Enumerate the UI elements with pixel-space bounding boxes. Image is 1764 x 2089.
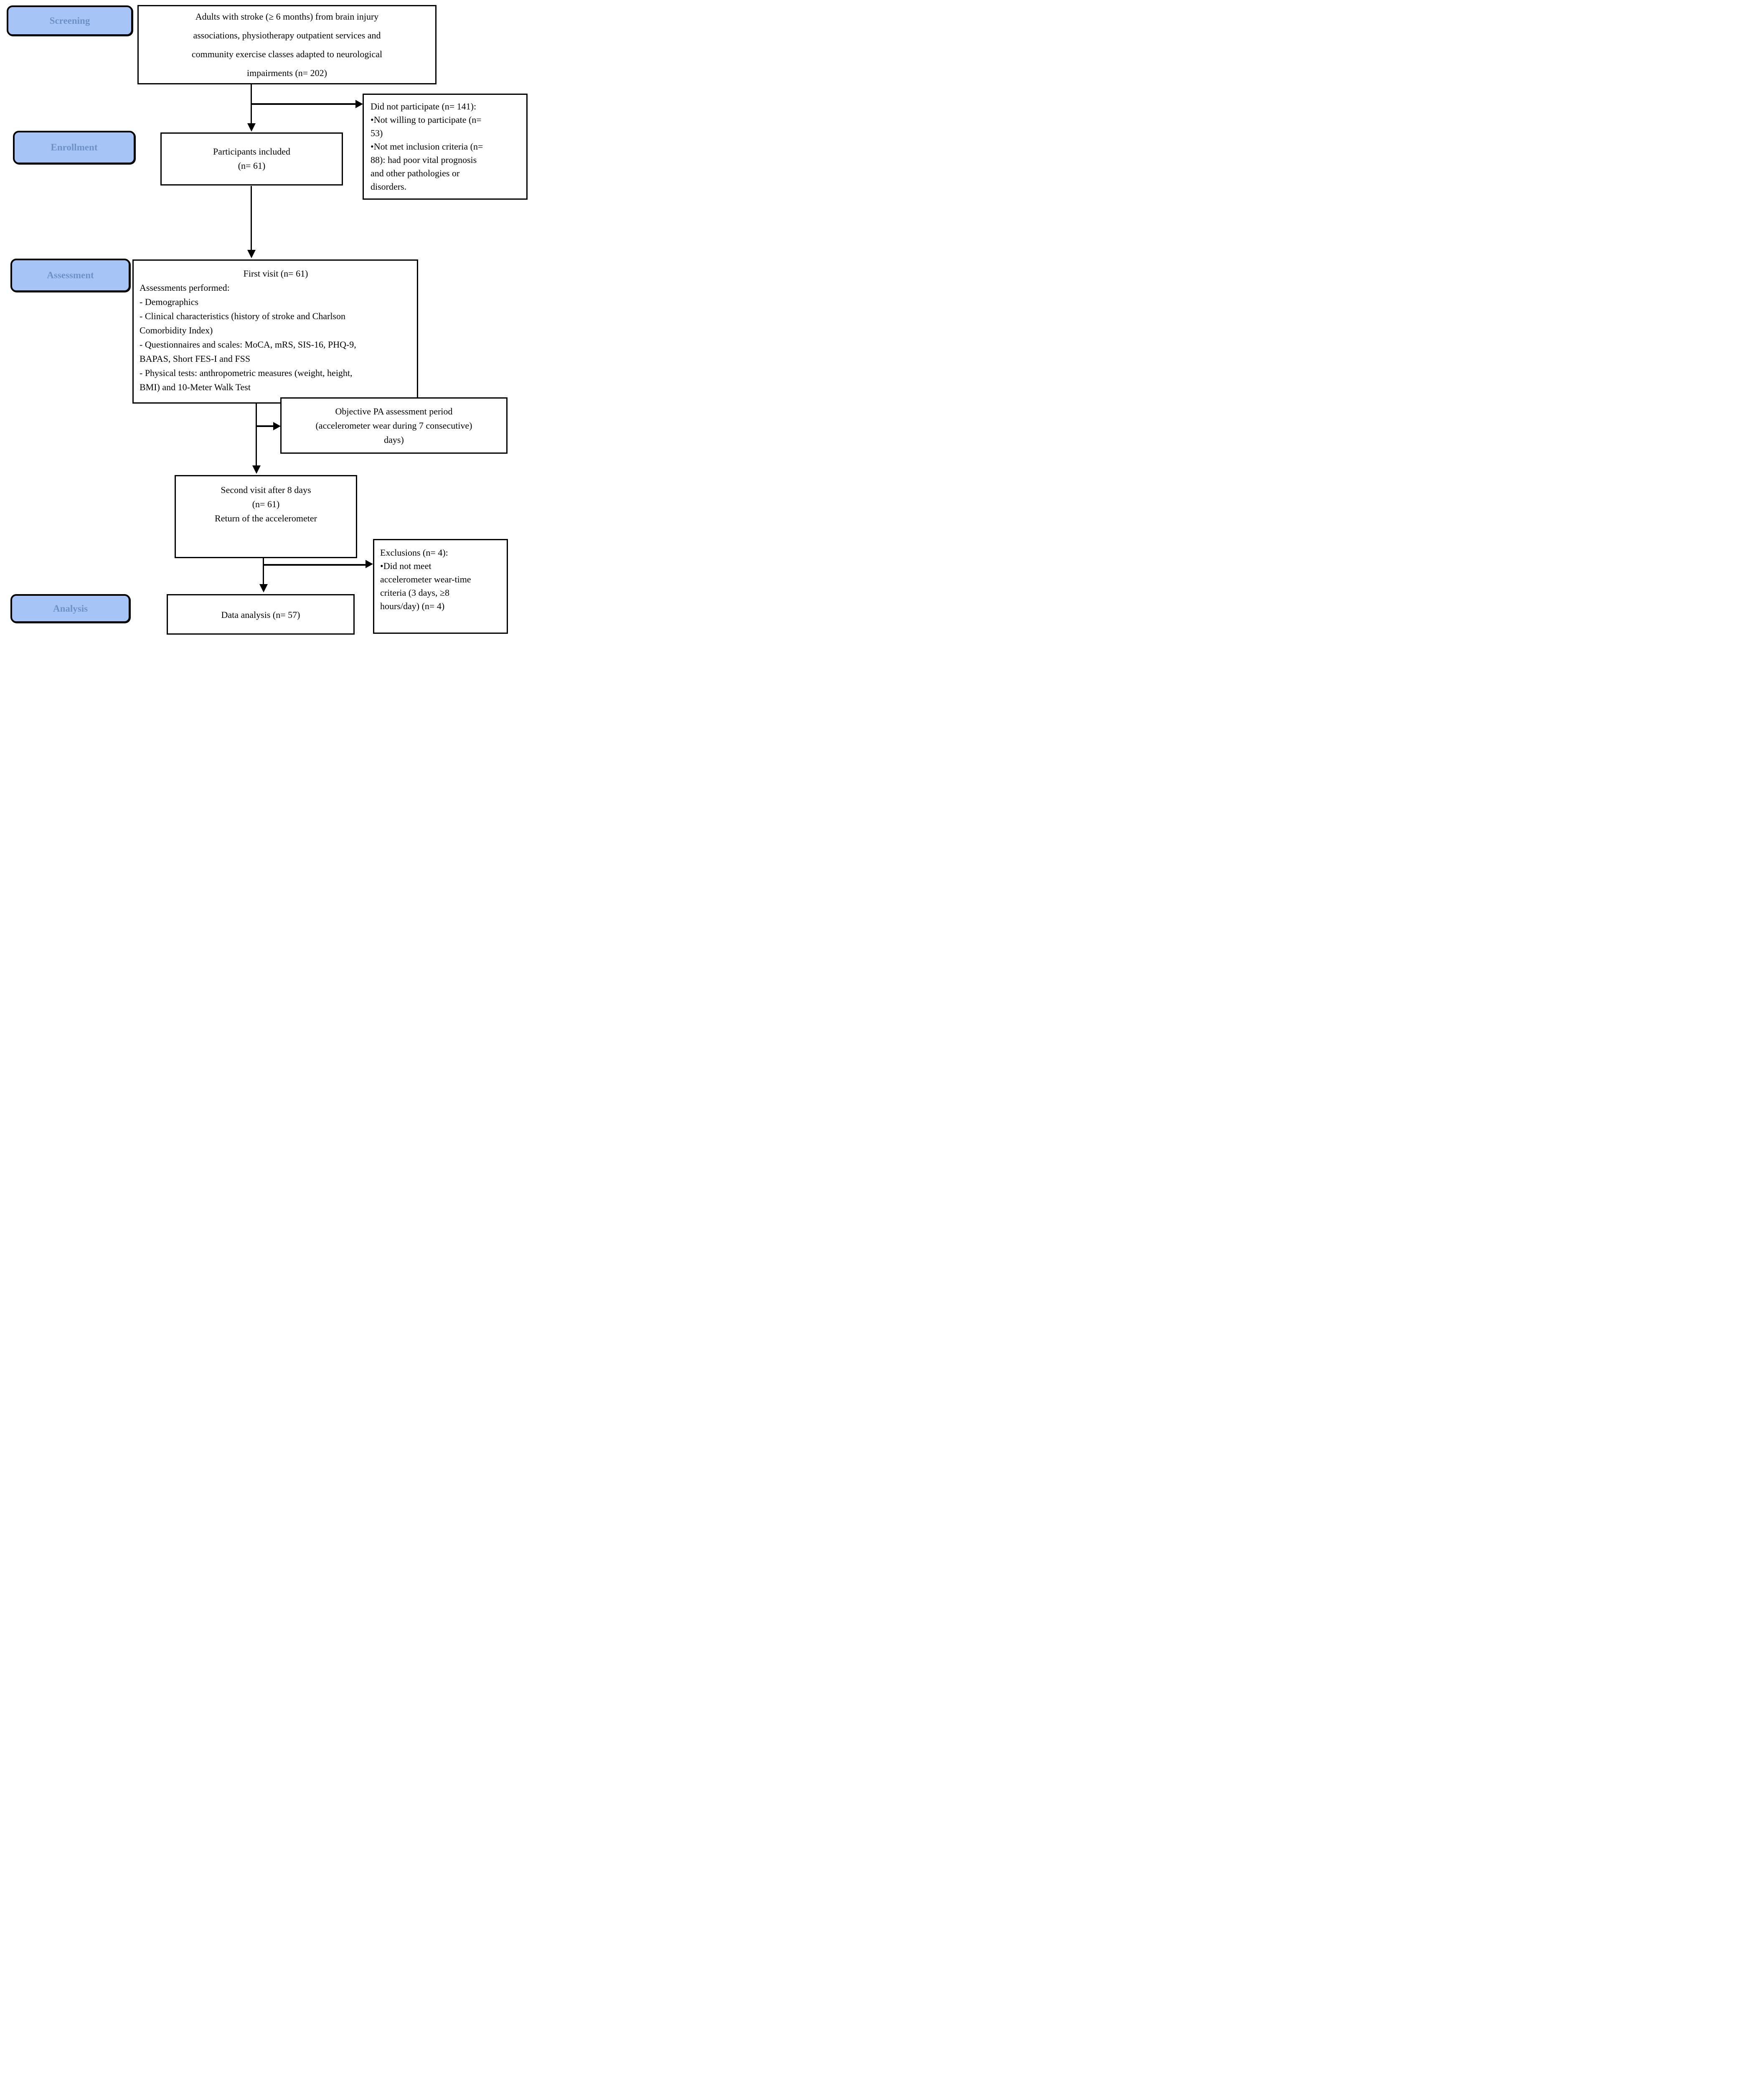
study-flow-diagram: Screening Enrollment Assessment Analysis… (0, 0, 529, 635)
box-exclusions: Exclusions (n= 4): •Did not meet accelerom… (373, 539, 508, 634)
text-line: 88): had poor vital prognosis (371, 155, 477, 165)
stage-label-enrollment: Enrollment (13, 131, 135, 164)
connector-branch-did-not-participate-line (251, 103, 355, 105)
text-line: •Not met inclusion criteria (n= (371, 141, 483, 152)
text-line: impairments (n= 202) (246, 68, 327, 78)
connector-branch-exclusions-line (263, 564, 365, 566)
text-line: Adults with stroke (≥ 6 months) from bra… (195, 11, 379, 22)
text-line: community exercise classes adapted to ne… (191, 49, 383, 59)
text-line: •Did not meet (380, 561, 431, 571)
stage-label-screening: Screening (7, 5, 133, 36)
connector-second-visit-to-data-analysis-line (263, 558, 264, 585)
text-line: Data analysis (n= 57) (221, 610, 300, 620)
arrowhead-right-did-not-participate (355, 100, 363, 108)
arrowhead-down-second-visit (252, 465, 261, 474)
connector-branch-pa-period-line (256, 425, 273, 427)
text-line: Assessments performed: (140, 282, 230, 293)
text-line: - Demographics (140, 297, 199, 307)
text-line: - Physical tests: anthropometric measure… (140, 368, 353, 378)
connector-participants-to-first-visit-line (251, 186, 252, 251)
text-line: Did not participate (n= 141): (371, 101, 477, 112)
text-line: hours/day) (n= 4) (380, 601, 445, 611)
box-first-visit: First visit (n= 61) Assessments performed… (132, 259, 418, 404)
text-line: Exclusions (n= 4): (380, 547, 448, 558)
text-line: Second visit after 8 days (221, 485, 311, 495)
text-line: criteria (3 days, ≥8 (380, 587, 450, 598)
box-did-not-participate: Did not participate (n= 141): •Not willin… (363, 94, 528, 200)
stage-label-analysis: Analysis (10, 594, 130, 623)
text-line: accelerometer wear-time (380, 574, 471, 585)
text-line: Comorbidity Index) (140, 325, 213, 335)
arrowhead-down-first-visit (247, 250, 256, 258)
text-line: Objective PA assessment period (335, 406, 453, 417)
arrowhead-right-exclusions (365, 560, 373, 568)
box-pa-assessment-period: Objective PA assessment period (accelerom… (280, 397, 508, 454)
text-line: BAPAS, Short FES-I and FSS (140, 353, 251, 364)
text-line: (accelerometer wear during 7 consecutive… (315, 420, 472, 431)
text-line: (n= 61) (252, 499, 280, 509)
text-line: Participants included (213, 146, 291, 157)
arrowhead-down-data-analysis (259, 584, 268, 592)
arrowhead-down-participants (247, 123, 256, 132)
arrowhead-right-pa-period (273, 422, 281, 430)
text-line: associations, physiotherapy outpatient s… (193, 30, 381, 41)
text-line: Return of the accelerometer (215, 513, 317, 524)
text-line: (n= 61) (238, 160, 266, 171)
box-second-visit: Second visit after 8 days (n= 61) Return o… (175, 475, 357, 558)
box-participants-included: Participants included (n= 61) (160, 132, 343, 186)
connector-first-to-second-visit-line (256, 404, 257, 466)
box-data-analysis: Data analysis (n= 57) (167, 594, 355, 635)
text-line: •Not willing to participate (n= (371, 114, 482, 125)
text-line: - Clinical characteristics (history of s… (140, 311, 346, 321)
text-line: disorders. (371, 181, 407, 192)
text-line: BMI) and 10-Meter Walk Test (140, 382, 251, 392)
stage-label-assessment: Assessment (10, 259, 130, 292)
text-line: days) (384, 434, 404, 445)
text-line: and other pathologies or (371, 168, 460, 178)
text-line: - Questionnaires and scales: MoCA, mRS, … (140, 339, 356, 350)
text-line: First visit (n= 61) (243, 268, 308, 279)
text-line: 53) (371, 128, 383, 138)
box-screened-population: Adults with stroke (≥ 6 months) from bra… (137, 5, 437, 84)
